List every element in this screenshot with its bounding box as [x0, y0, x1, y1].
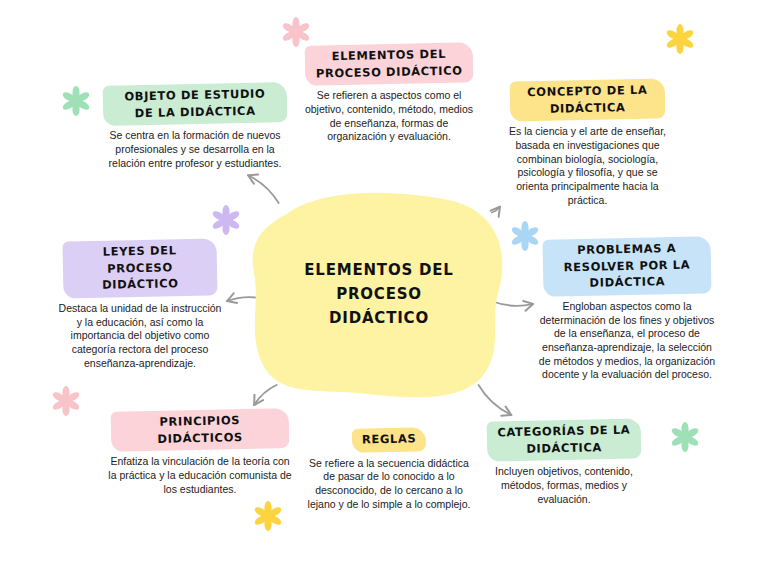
heading-row: PROBLEMAS A RESOLVER POR LA DIDÁCTICA: [538, 238, 716, 295]
central-blob: ELEMENTOS DEL PROCESO DIDÁCTICO: [268, 205, 490, 383]
topic-text: Se refiere a la secuencia didáctica de p…: [303, 457, 475, 512]
topic-card: CONCEPTO DE LA DIDÁCTICAEs la ciencia y …: [505, 80, 670, 207]
flower: [281, 17, 311, 47]
topic-text: Se centra en la formación de nuevos prof…: [98, 129, 292, 170]
heading-row: CONCEPTO DE LA DIDÁCTICA: [505, 80, 670, 120]
topic-card: ELEMENTOS DEL PROCESO DIDÁCTICOSe refier…: [300, 44, 478, 144]
topic-heading: ELEMENTOS DEL PROCESO DIDÁCTICO: [305, 42, 474, 86]
topic-text: Se refieren a aspectos como el objetivo,…: [300, 89, 478, 144]
connector-arrow: [248, 175, 279, 203]
topic-card: PROBLEMAS A RESOLVER POR LA DIDÁCTICAEng…: [538, 238, 716, 382]
flower: [61, 86, 91, 116]
topic-heading: CATEGORÍAS DE LA DIDÁCTICA: [487, 418, 642, 462]
topic-text: Es la ciencia y el arte de enseñar, basa…: [505, 125, 670, 207]
connector-arrow: [492, 301, 533, 306]
topic-text: Engloban aspectos como la determinación …: [538, 300, 716, 382]
heading-row: OBJETO DE ESTUDIO DE LA DIDÁCTICA: [98, 84, 292, 124]
topic-card: REGLAS Se refiere a la secuencia didáctic…: [303, 428, 475, 511]
topic-card: PRINCIPIOS DIDÁCTICOSEnfatiza la vincula…: [106, 410, 294, 496]
topic-card: OBJETO DE ESTUDIO DE LA DIDÁCTICASe cent…: [98, 84, 292, 170]
heading-row: ELEMENTOS DEL PROCESO DIDÁCTICO: [300, 44, 478, 84]
topic-heading: PRINCIPIOS DIDÁCTICOS: [111, 408, 290, 452]
topic-card: LEYES DEL PROCESO DIDÁCTICODestaca la un…: [58, 240, 222, 370]
flower: [665, 24, 695, 54]
topic-heading: REGLAS: [352, 427, 427, 452]
topic-text: Enfatiza la vinculación de la teoría con…: [106, 455, 294, 496]
heading-row: CATEGORÍAS DE LA DIDÁCTICA: [482, 420, 646, 460]
heading-row: REGLAS: [303, 428, 475, 452]
topic-heading: OBJETO DE ESTUDIO DE LA DIDÁCTICA: [103, 82, 288, 126]
connector-arrow: [479, 385, 512, 415]
connector-arrow: [254, 385, 276, 405]
flower: [510, 221, 540, 251]
heading-row: LEYES DEL PROCESO DIDÁCTICO: [58, 240, 222, 297]
topic-card: CATEGORÍAS DE LA DIDÁCTICAIncluyen objet…: [482, 420, 646, 506]
flower: [253, 501, 283, 531]
topic-text: Incluyen objetivos, contenido, métodos, …: [482, 465, 646, 506]
heading-row: PRINCIPIOS DIDÁCTICOS: [106, 410, 294, 450]
topic-text: Destaca la unidad de la instrucción y la…: [58, 302, 222, 370]
blob-fill: [253, 193, 503, 398]
topic-heading: PROBLEMAS A RESOLVER POR LA DIDÁCTICA: [542, 236, 711, 297]
topic-heading: CONCEPTO DE LA DIDÁCTICA: [510, 78, 666, 122]
flower: [670, 422, 700, 452]
connector-arrow: [492, 207, 500, 213]
flower: [51, 386, 81, 416]
flower: [211, 205, 241, 235]
topic-heading: LEYES DEL PROCESO DIDÁCTICO: [62, 238, 217, 298]
central-title: ELEMENTOS DEL PROCESO DIDÁCTICO: [284, 258, 474, 330]
